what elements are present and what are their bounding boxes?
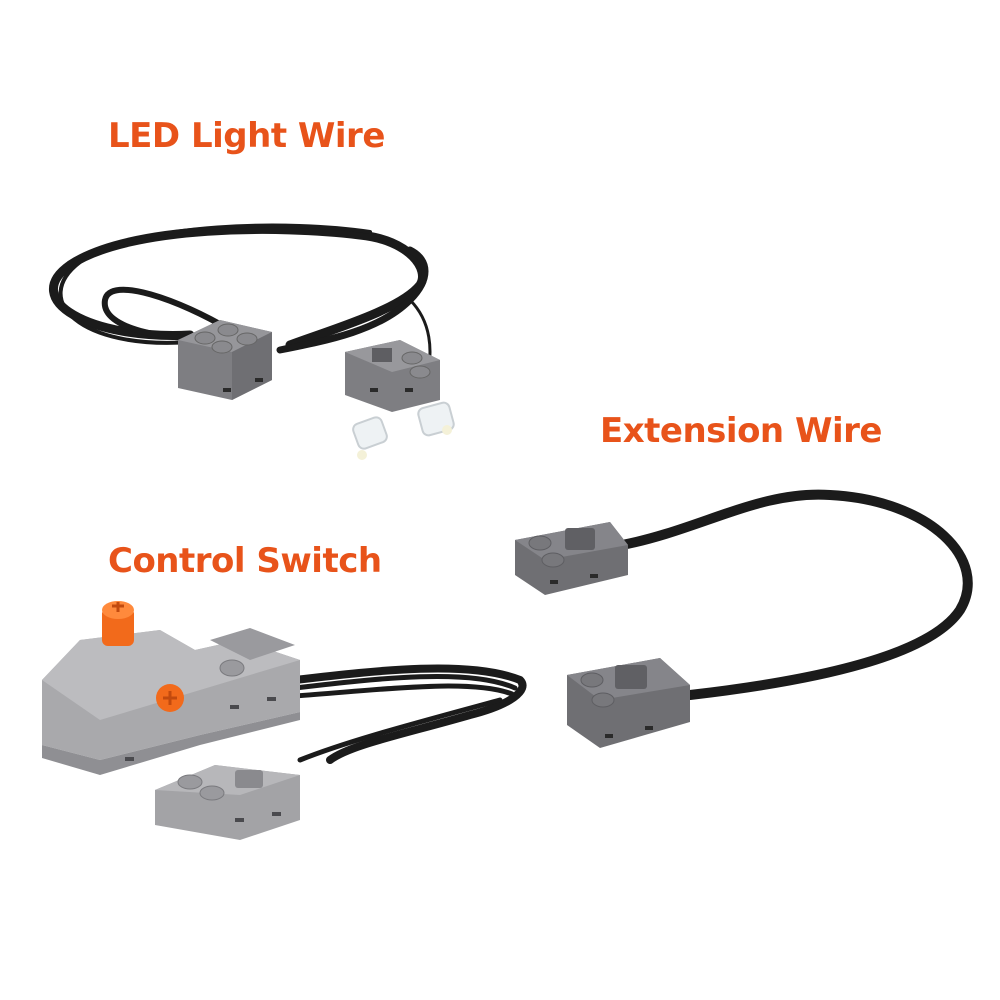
extension-plug-top xyxy=(515,522,628,595)
switch-plug-connector xyxy=(155,765,300,840)
led-light-wire-image xyxy=(49,223,455,460)
led-plug-connector xyxy=(345,340,440,412)
orange-knob-icon xyxy=(102,601,184,712)
control-switch-label: Control Switch xyxy=(108,541,382,581)
extension-wire-label: Extension Wire xyxy=(600,411,882,451)
led-light-wire-label: LED Light Wire xyxy=(108,116,385,156)
extension-wire-image xyxy=(515,489,973,748)
led-lamps xyxy=(352,401,455,460)
led-brick-connector xyxy=(178,320,272,400)
control-switch-image xyxy=(42,601,527,840)
extension-plug-bottom xyxy=(567,658,690,748)
